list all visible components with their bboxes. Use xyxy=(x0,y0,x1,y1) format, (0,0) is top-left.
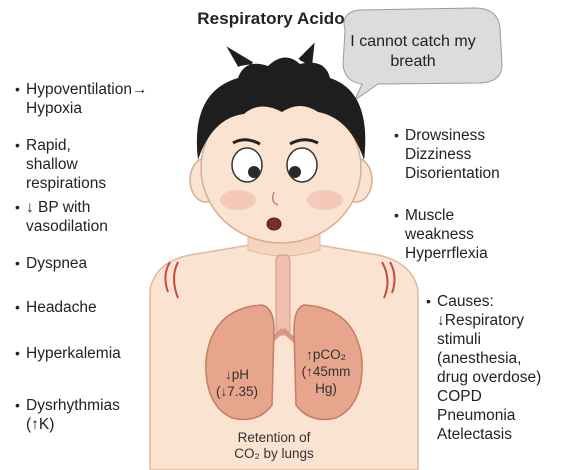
left-lung-label: ↓pH (↓7.35) xyxy=(204,366,270,400)
bullet-dot: • xyxy=(15,254,20,273)
bullet-dot: • xyxy=(15,80,20,99)
bullet-dot: • xyxy=(15,298,20,317)
symptom-item: • Headache xyxy=(26,298,97,317)
bullet-dot: • xyxy=(15,396,20,415)
right-lung-label: ↑pCO₂ (↑45mm Hg) xyxy=(292,346,360,397)
symptom-item: • Muscle weakness Hyperrflexia xyxy=(405,206,488,263)
causes-item: • Causes: ↓Respiratory stimuli (anesthes… xyxy=(437,292,541,444)
retention-label: Retention of CO₂ by lungs xyxy=(220,430,328,462)
symptom-item: • Hypoventilation→ Hypoxia xyxy=(26,80,147,118)
bullet-dot: • xyxy=(15,136,20,155)
bullet-dot: • xyxy=(394,206,399,225)
bullet-dot: • xyxy=(426,292,431,311)
bullet-dot: • xyxy=(15,198,20,217)
bullet-dot: • xyxy=(15,344,20,363)
symptom-item: • Rapid, shallow respirations xyxy=(26,136,106,193)
symptom-item: • Dyspnea xyxy=(26,254,87,273)
symptom-item: • ↓ BP with vasodilation xyxy=(26,198,108,236)
symptom-item: • Drowsiness Dizziness Disorientation xyxy=(405,126,500,183)
symptom-item: • Dysrhythmias (↑K) xyxy=(26,396,120,434)
symptom-item: • Hyperkalemia xyxy=(26,344,121,363)
speech-bubble-text: I cannot catch my breath xyxy=(338,32,488,72)
bullet-dot: • xyxy=(394,126,399,145)
